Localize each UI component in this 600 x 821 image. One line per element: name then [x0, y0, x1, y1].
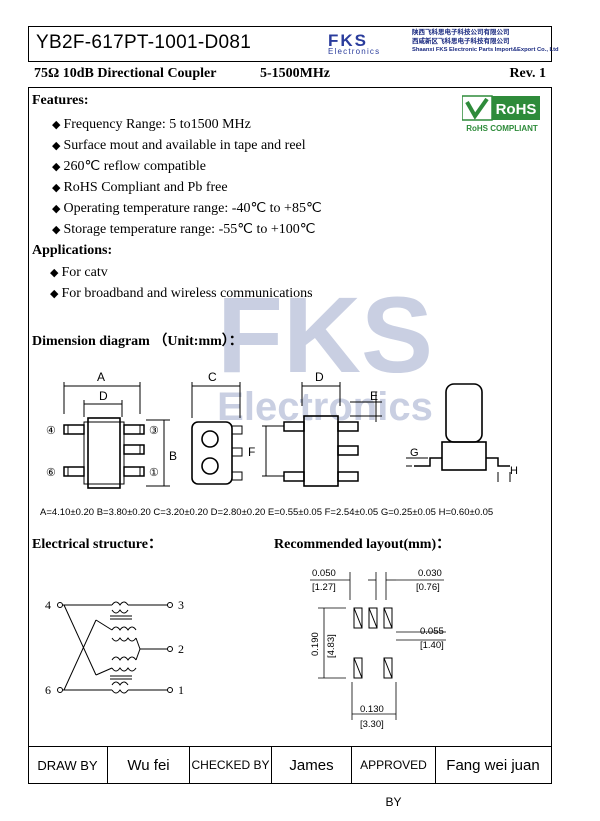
dimension-title: Dimension diagram （Unit:mm）：: [32, 334, 243, 349]
dim-label-b: B: [169, 449, 177, 463]
elec-pin-4: 4: [45, 598, 51, 612]
company-info: 陕西飞科思电子科技公司有限公司 西咸新区飞科思电子科技有限公司 Shaanxi …: [412, 29, 559, 55]
feature-item: 260℃ reflow compatible: [52, 156, 322, 177]
layout-d1: 0.050: [312, 568, 336, 579]
layout-d2-mm: [0.76]: [416, 582, 440, 593]
dim-label-d: D: [99, 389, 108, 403]
top-view: [63, 382, 170, 489]
layout-d1-mm: [1.27]: [312, 582, 336, 593]
feature-item: Frequency Range: 5 to1500 MHz: [52, 114, 322, 135]
frequency-range: 5-1500MHz: [260, 66, 330, 81]
applications-list: For catv For broadband and wireless comm…: [50, 262, 313, 304]
pin-1-label: ①: [149, 467, 159, 479]
electrical-title: Electrical structure：: [32, 537, 162, 552]
dim-label-e: E: [370, 389, 378, 403]
application-item: For broadband and wireless communication…: [50, 283, 312, 304]
check-icon: [465, 97, 489, 120]
rohs-caption: RoHS COMPLIANT: [466, 124, 538, 133]
watermark-small: Electronics: [217, 385, 433, 429]
rohs-label: RoHS: [496, 101, 537, 118]
feature-item: Operating temperature range: -40℃ to +85…: [52, 198, 321, 219]
features-title: Features:: [32, 93, 89, 108]
datasheet-page: FKS Electronics YB2F-617PT-1001-D081 FKS…: [0, 0, 600, 800]
feature-item: Storage temperature range: -55℃ to +100℃: [52, 219, 322, 240]
layout-d3: 0.055: [420, 626, 444, 637]
pin-3-label: ③: [149, 425, 159, 437]
elec-pin-6: 6: [45, 683, 51, 697]
signature-block: DRAW BY Wu fei CHECKED BY James APPROVED…: [28, 746, 552, 809]
product-line: 75Ω 10dB Directional Coupler 5-1500MHz R…: [28, 62, 552, 88]
applications-title: Applications:: [32, 243, 113, 258]
checked-by-value: James: [272, 747, 352, 784]
approved-by-label: APPROVED BY: [352, 747, 436, 809]
company-cn-2: 西咸新区飞科思电子科技有限公司: [412, 37, 510, 45]
pin-4-label: ④: [46, 425, 56, 437]
dim-label-h: H: [510, 465, 518, 477]
layout-d4-mm: [4.83]: [326, 634, 337, 658]
features-list: Frequency Range: 5 to1500 MHz Surface mo…: [52, 114, 322, 240]
elec-pin-3: 3: [178, 598, 184, 612]
layout-d2: 0.030: [418, 568, 442, 579]
draw-by-value: Wu fei: [108, 747, 190, 784]
layout-title: Recommended layout(mm)：: [274, 537, 451, 552]
pin-6-label: ⑥: [46, 467, 56, 479]
product-description: 75Ω 10dB Directional Coupler: [34, 66, 217, 81]
company-en: Shaanxi FKS Electronic Parts Import&Expo…: [412, 47, 559, 54]
draw-by-label: DRAW BY: [28, 747, 108, 784]
checked-by-label: CHECKED BY: [190, 747, 272, 784]
dim-label-d-bottom: D: [315, 370, 324, 384]
elec-pin-2: 2: [178, 642, 184, 656]
fks-watermark: FKS Electronics: [217, 282, 433, 429]
logo-text: FKS: [328, 31, 368, 50]
page-frame: [28, 26, 552, 784]
layout-d4: 0.190: [310, 632, 321, 656]
fks-logo: FKS Electronics: [328, 31, 380, 55]
bottom-view: [262, 382, 382, 487]
dimension-diagram: A D B ④ ⑥ ③ ① C D F E: [46, 370, 518, 489]
layout-d5: 0.130: [360, 704, 384, 715]
dim-label-c: C: [208, 370, 217, 384]
dim-label-a: A: [97, 370, 105, 384]
logo-sub: Electronics: [328, 47, 380, 55]
side-view: [191, 382, 243, 485]
layout-d5-mm: [3.30]: [360, 719, 384, 730]
recommended-layout: 0.050 [1.27] 0.030 [0.76] 0.055 [1.40] 0…: [310, 568, 446, 730]
company-cn-1: 陕西飞科思电子科技公司有限公司: [412, 29, 510, 36]
feature-item: Surface mout and available in tape and r…: [52, 135, 322, 156]
title-block: YB2F-617PT-1001-D081 FKS Electronics 陕西飞…: [28, 26, 559, 62]
rohs-badge: RoHS RoHS COMPLIANT: [462, 95, 540, 133]
feature-item: RoHS Compliant and Pb free: [52, 177, 322, 198]
dim-label-g: G: [410, 447, 419, 459]
layout-d3-mm: [1.40]: [420, 640, 444, 651]
application-item: For catv: [50, 262, 313, 283]
electrical-schematic: 4 6 3 2 1: [45, 598, 184, 697]
dim-label-f: F: [248, 445, 255, 459]
part-number: YB2F-617PT-1001-D081: [36, 32, 252, 53]
approved-by-value: Fang wei juan: [446, 757, 540, 774]
dimension-values: A=4.10±0.20 B=3.80±0.20 C=3.20±0.20 D=2.…: [40, 507, 494, 518]
revision: Rev. 1: [509, 66, 546, 81]
profile-view: [406, 383, 511, 482]
elec-pin-1: 1: [178, 683, 184, 697]
